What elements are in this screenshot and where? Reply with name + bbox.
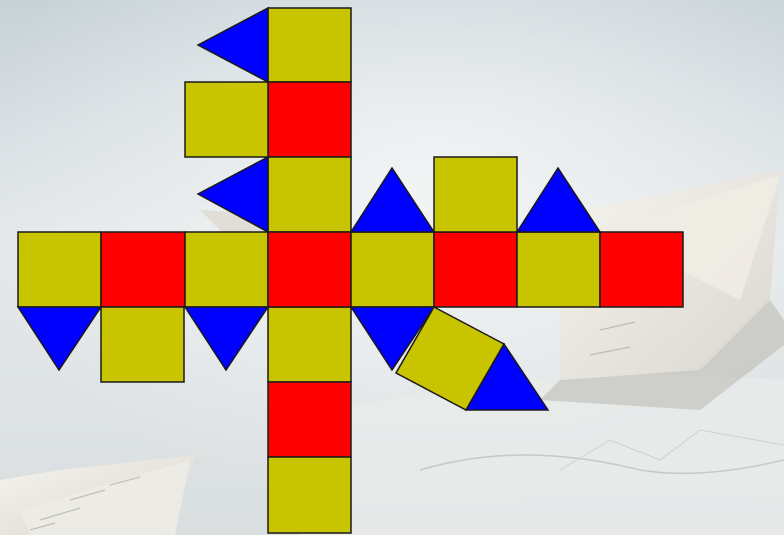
triangle-blue (18, 307, 101, 370)
square-yellow (185, 232, 268, 307)
square-yellow (434, 157, 517, 232)
triangle-blue (351, 168, 434, 232)
square-red (600, 232, 683, 307)
square-yellow (268, 457, 351, 533)
square-yellow (268, 157, 351, 232)
square-red (268, 232, 351, 307)
square-yellow (351, 232, 434, 307)
square-yellow (185, 82, 268, 157)
square-yellow (18, 232, 101, 307)
triangle-blue (517, 168, 600, 232)
triangle-blue (198, 8, 268, 82)
square-red (268, 382, 351, 457)
square-yellow (101, 307, 184, 382)
square-yellow (517, 232, 600, 307)
triangle-blue (198, 157, 268, 232)
square-yellow (268, 8, 351, 82)
square-yellow (268, 307, 351, 382)
square-red (268, 82, 351, 157)
square-red (101, 232, 185, 307)
triangle-blue (185, 307, 268, 370)
square-red (434, 232, 517, 307)
